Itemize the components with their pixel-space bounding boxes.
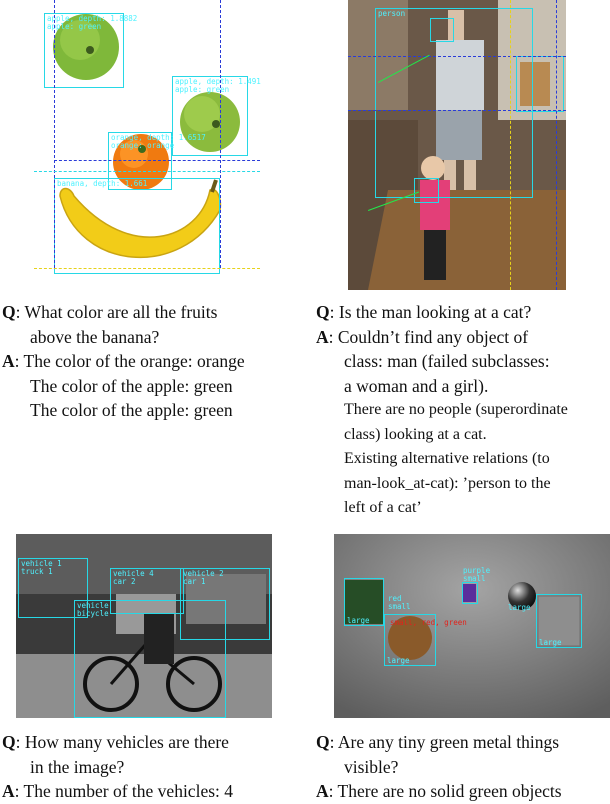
dash-line <box>348 110 566 111</box>
q-key: Q <box>2 732 16 752</box>
bicycle-label: vehicle bicycle <box>77 601 109 618</box>
gray-cube-label: large <box>539 638 562 647</box>
street-illustration <box>16 534 272 718</box>
question-text: in the image? <box>30 756 125 777</box>
q-key: Q <box>316 302 330 322</box>
question-text: above the banana? <box>30 326 160 347</box>
qa-block-2: Q: Is the man looking at a cat? A: Could… <box>316 300 610 521</box>
answer-text: : There are no solid green objects <box>328 781 562 801</box>
question-text: : Are any tiny green metal things <box>329 732 560 752</box>
dash-line <box>348 56 566 57</box>
qa-block-3: Q: How many vehicles are there in the im… <box>2 730 302 804</box>
red-note-label: small, red, green <box>390 618 467 627</box>
answer-text: : The color of the orange: orange <box>14 351 245 371</box>
question-text: visible? <box>344 756 399 777</box>
kitchen-image: person <box>348 0 566 290</box>
dash-line <box>54 160 260 161</box>
answer-text: : Couldn’t find any object of <box>328 326 529 347</box>
question-text: : Is the man looking at a cat? <box>329 302 532 322</box>
apple-top-label: apple, depth: 1.8882 apple: green <box>47 14 138 31</box>
banana-label: banana, depth: 1.661 <box>57 179 148 188</box>
green-cube-bbox: large <box>344 578 384 626</box>
dash-line <box>34 268 260 269</box>
dash-line <box>220 0 221 268</box>
vehicle-4-label: vehicle 4 car 2 <box>113 569 154 586</box>
man-face-bbox <box>430 18 454 42</box>
gray-cube-bbox: large <box>536 594 582 648</box>
banana-bbox: banana, depth: 1.661 <box>54 178 220 274</box>
vehicle-4-bbox: vehicle 4 car 2 <box>110 568 184 614</box>
apple-top-bbox: apple, depth: 1.8882 apple: green <box>44 13 137 88</box>
a-key: A <box>2 781 15 801</box>
bicycle-bbox: vehicle bicycle <box>74 600 226 718</box>
orange-label: orange, depth: 1.6517 orange: orange <box>111 133 206 150</box>
clevr-image: large red small large small, red, green … <box>334 534 610 718</box>
vehicle-1-label: vehicle 1 truck 1 <box>21 559 62 576</box>
red-small-label: red small <box>388 594 411 611</box>
street-image: vehicle 1 truck 1 vehicle 4 car 2 vehicl… <box>16 534 272 718</box>
person-label: person <box>378 9 406 18</box>
answer-text: man-look_at-cat): ’person to the <box>344 474 551 492</box>
vehicle-1-bbox: vehicle 1 truck 1 <box>18 558 88 618</box>
red-small-bbox: red small <box>386 594 411 616</box>
answer-text: There are no people (superordinate <box>344 401 568 418</box>
answer-text: The color of the apple: green <box>30 400 233 420</box>
q-key: Q <box>316 732 330 752</box>
brown-sphere-bbox: large <box>384 614 436 666</box>
answer-text: a woman and a girl). <box>344 375 489 396</box>
vehicle-2-label: vehicle 2 car 1 <box>183 569 224 586</box>
q-key: Q <box>2 302 16 322</box>
orange-bbox: orange, depth: 1.6517 orange: orange <box>108 132 206 190</box>
apple-right-label: apple, depth: 1.491 apple: green <box>175 77 261 94</box>
purple-small-label: purple small <box>463 566 491 583</box>
a-key: A <box>2 351 15 371</box>
green-cube-label: large <box>347 616 370 625</box>
dash-line <box>510 0 511 290</box>
purple-small-bbox: purple small <box>462 567 490 604</box>
a-key: A <box>316 781 329 801</box>
clevr-illustration <box>334 534 610 718</box>
dash-line <box>556 0 557 290</box>
answer-text: class) looking at a cat. <box>344 425 487 443</box>
metal-ball-label: large <box>508 603 531 612</box>
kitchen-illustration <box>348 0 566 290</box>
metal-ball-bbox: large <box>506 580 538 612</box>
red-note-bbox: small, red, green <box>388 618 484 628</box>
dash-line <box>54 0 55 268</box>
fruit-image: apple, depth: 1.8882 apple: green apple,… <box>30 0 262 290</box>
a-key: A <box>316 326 329 347</box>
dash-line <box>34 171 260 172</box>
answer-text: : The number of the vehicles: 4 <box>14 781 234 801</box>
person-bbox: person <box>375 8 533 198</box>
question-text: : How many vehicles are there <box>15 732 229 752</box>
qa-block-1: Q: What color are all the fruits above t… <box>2 300 302 423</box>
qa-block-4: Q: Are any tiny green metal things visib… <box>316 730 610 804</box>
brown-sphere-label: large <box>387 656 410 665</box>
girl-face-bbox <box>414 178 439 203</box>
question-text: : What color are all the fruits <box>15 302 218 322</box>
answer-text: class: man (failed subclasses: <box>344 351 550 371</box>
answer-text: left of a cat’ <box>344 499 422 516</box>
answer-text: Existing alternative relations (to <box>344 450 550 467</box>
answer-text: The color of the apple: green <box>30 375 233 396</box>
fruit-illustration <box>53 14 240 259</box>
